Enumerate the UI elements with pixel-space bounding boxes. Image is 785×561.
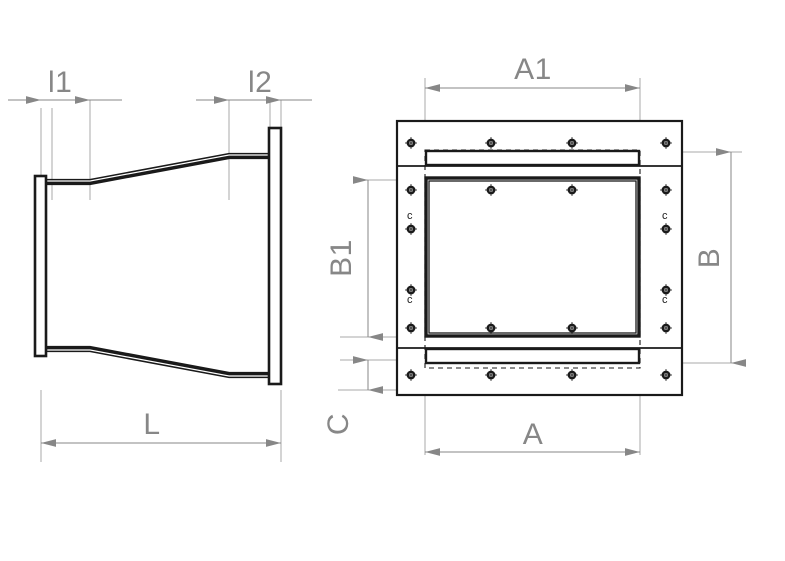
- duct-opening-outline: [424, 149, 641, 365]
- dimension-label-A: A: [523, 418, 544, 451]
- dimension-l1: l1: [8, 66, 122, 104]
- dimension-label-B: B: [693, 248, 726, 269]
- bolt-pitch-tag: c: [407, 210, 413, 222]
- right-flange-plate: [267, 126, 283, 386]
- bolt-pitch-tag: c: [662, 294, 668, 306]
- left-flange-plate: [33, 174, 48, 358]
- bolt-pitch-tag: c: [407, 294, 413, 306]
- dimension-A1: A1: [425, 53, 640, 92]
- bolt-pitch-tag: c: [662, 210, 668, 222]
- dimension-C: C: [322, 356, 383, 435]
- bolt-pitch-tags: c c c c: [407, 210, 668, 306]
- dimension-label-l1: l1: [48, 66, 72, 99]
- dimension-label-B1: B1: [325, 239, 358, 277]
- dimension-A: A: [425, 418, 640, 456]
- dimension-label-l2: l2: [248, 66, 272, 99]
- dimension-B: B: [693, 148, 746, 367]
- front-flange-view: A1 A B B1 C: [322, 53, 746, 456]
- dimension-L: L: [41, 408, 281, 447]
- dimension-label-C: C: [322, 413, 355, 435]
- duct-body-outline: [41, 152, 270, 379]
- dimension-l2: l2: [196, 66, 312, 104]
- dimension-label-L: L: [143, 408, 160, 441]
- dimension-B1: B1: [325, 176, 383, 341]
- side-elevation-view: l1 l2 L: [8, 66, 312, 462]
- dimension-label-A1: A1: [514, 53, 552, 86]
